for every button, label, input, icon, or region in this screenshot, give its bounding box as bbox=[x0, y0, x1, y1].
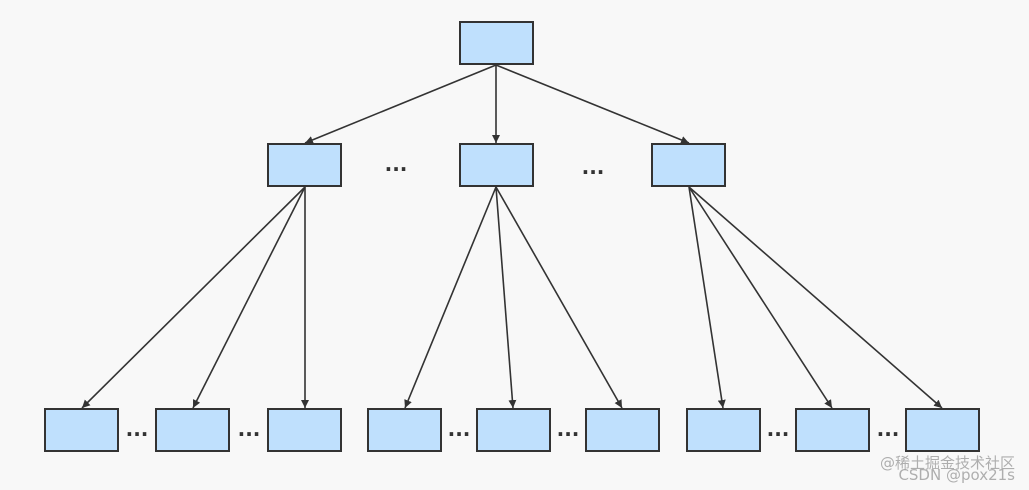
watermark-juejin: @稀土掘金技术社区 bbox=[879, 454, 1015, 472]
edge-root-to-mid-left bbox=[304, 64, 497, 144]
leaf-node-3 bbox=[267, 408, 342, 452]
leaf-ellipsis-1: ··· bbox=[126, 422, 149, 446]
leaf-node-9 bbox=[905, 408, 980, 452]
mid-node-right bbox=[651, 143, 726, 187]
leaf-ellipsis-4: ··· bbox=[557, 422, 580, 446]
leaf-ellipsis-5: ··· bbox=[767, 422, 790, 446]
edge-mid-center-to-leaf-4 bbox=[404, 186, 497, 409]
root-node bbox=[459, 21, 534, 65]
leaf-node-5 bbox=[476, 408, 551, 452]
mid-ellipsis-1: ··· bbox=[385, 157, 408, 181]
edge-mid-center-to-leaf-6 bbox=[495, 186, 623, 409]
mid-node-left bbox=[267, 143, 342, 187]
edge-mid-right-to-leaf-7 bbox=[688, 186, 726, 409]
edge-mid-center-to-leaf-5 bbox=[495, 186, 517, 409]
leaf-node-4 bbox=[367, 408, 442, 452]
leaf-node-6 bbox=[585, 408, 660, 452]
leaf-node-8 bbox=[795, 408, 870, 452]
watermark-csdn: CSDN @pox21s bbox=[898, 466, 1015, 484]
mid-node-center bbox=[459, 143, 534, 187]
leaf-ellipsis-2: ··· bbox=[238, 422, 261, 446]
leaf-node-1 bbox=[44, 408, 119, 452]
edge-root-to-mid-right bbox=[495, 64, 690, 144]
leaf-ellipsis-3: ··· bbox=[448, 422, 471, 446]
leaf-node-2 bbox=[155, 408, 230, 452]
mid-ellipsis-2: ··· bbox=[582, 160, 605, 184]
edge-mid-right-to-leaf-8 bbox=[688, 186, 833, 409]
leaf-ellipsis-6: ··· bbox=[877, 422, 900, 446]
edge-mid-left-to-leaf-2 bbox=[192, 186, 306, 409]
edge-mid-right-to-leaf-9 bbox=[688, 186, 943, 409]
edge-mid-left-to-leaf-1 bbox=[81, 186, 306, 409]
leaf-node-7 bbox=[686, 408, 761, 452]
